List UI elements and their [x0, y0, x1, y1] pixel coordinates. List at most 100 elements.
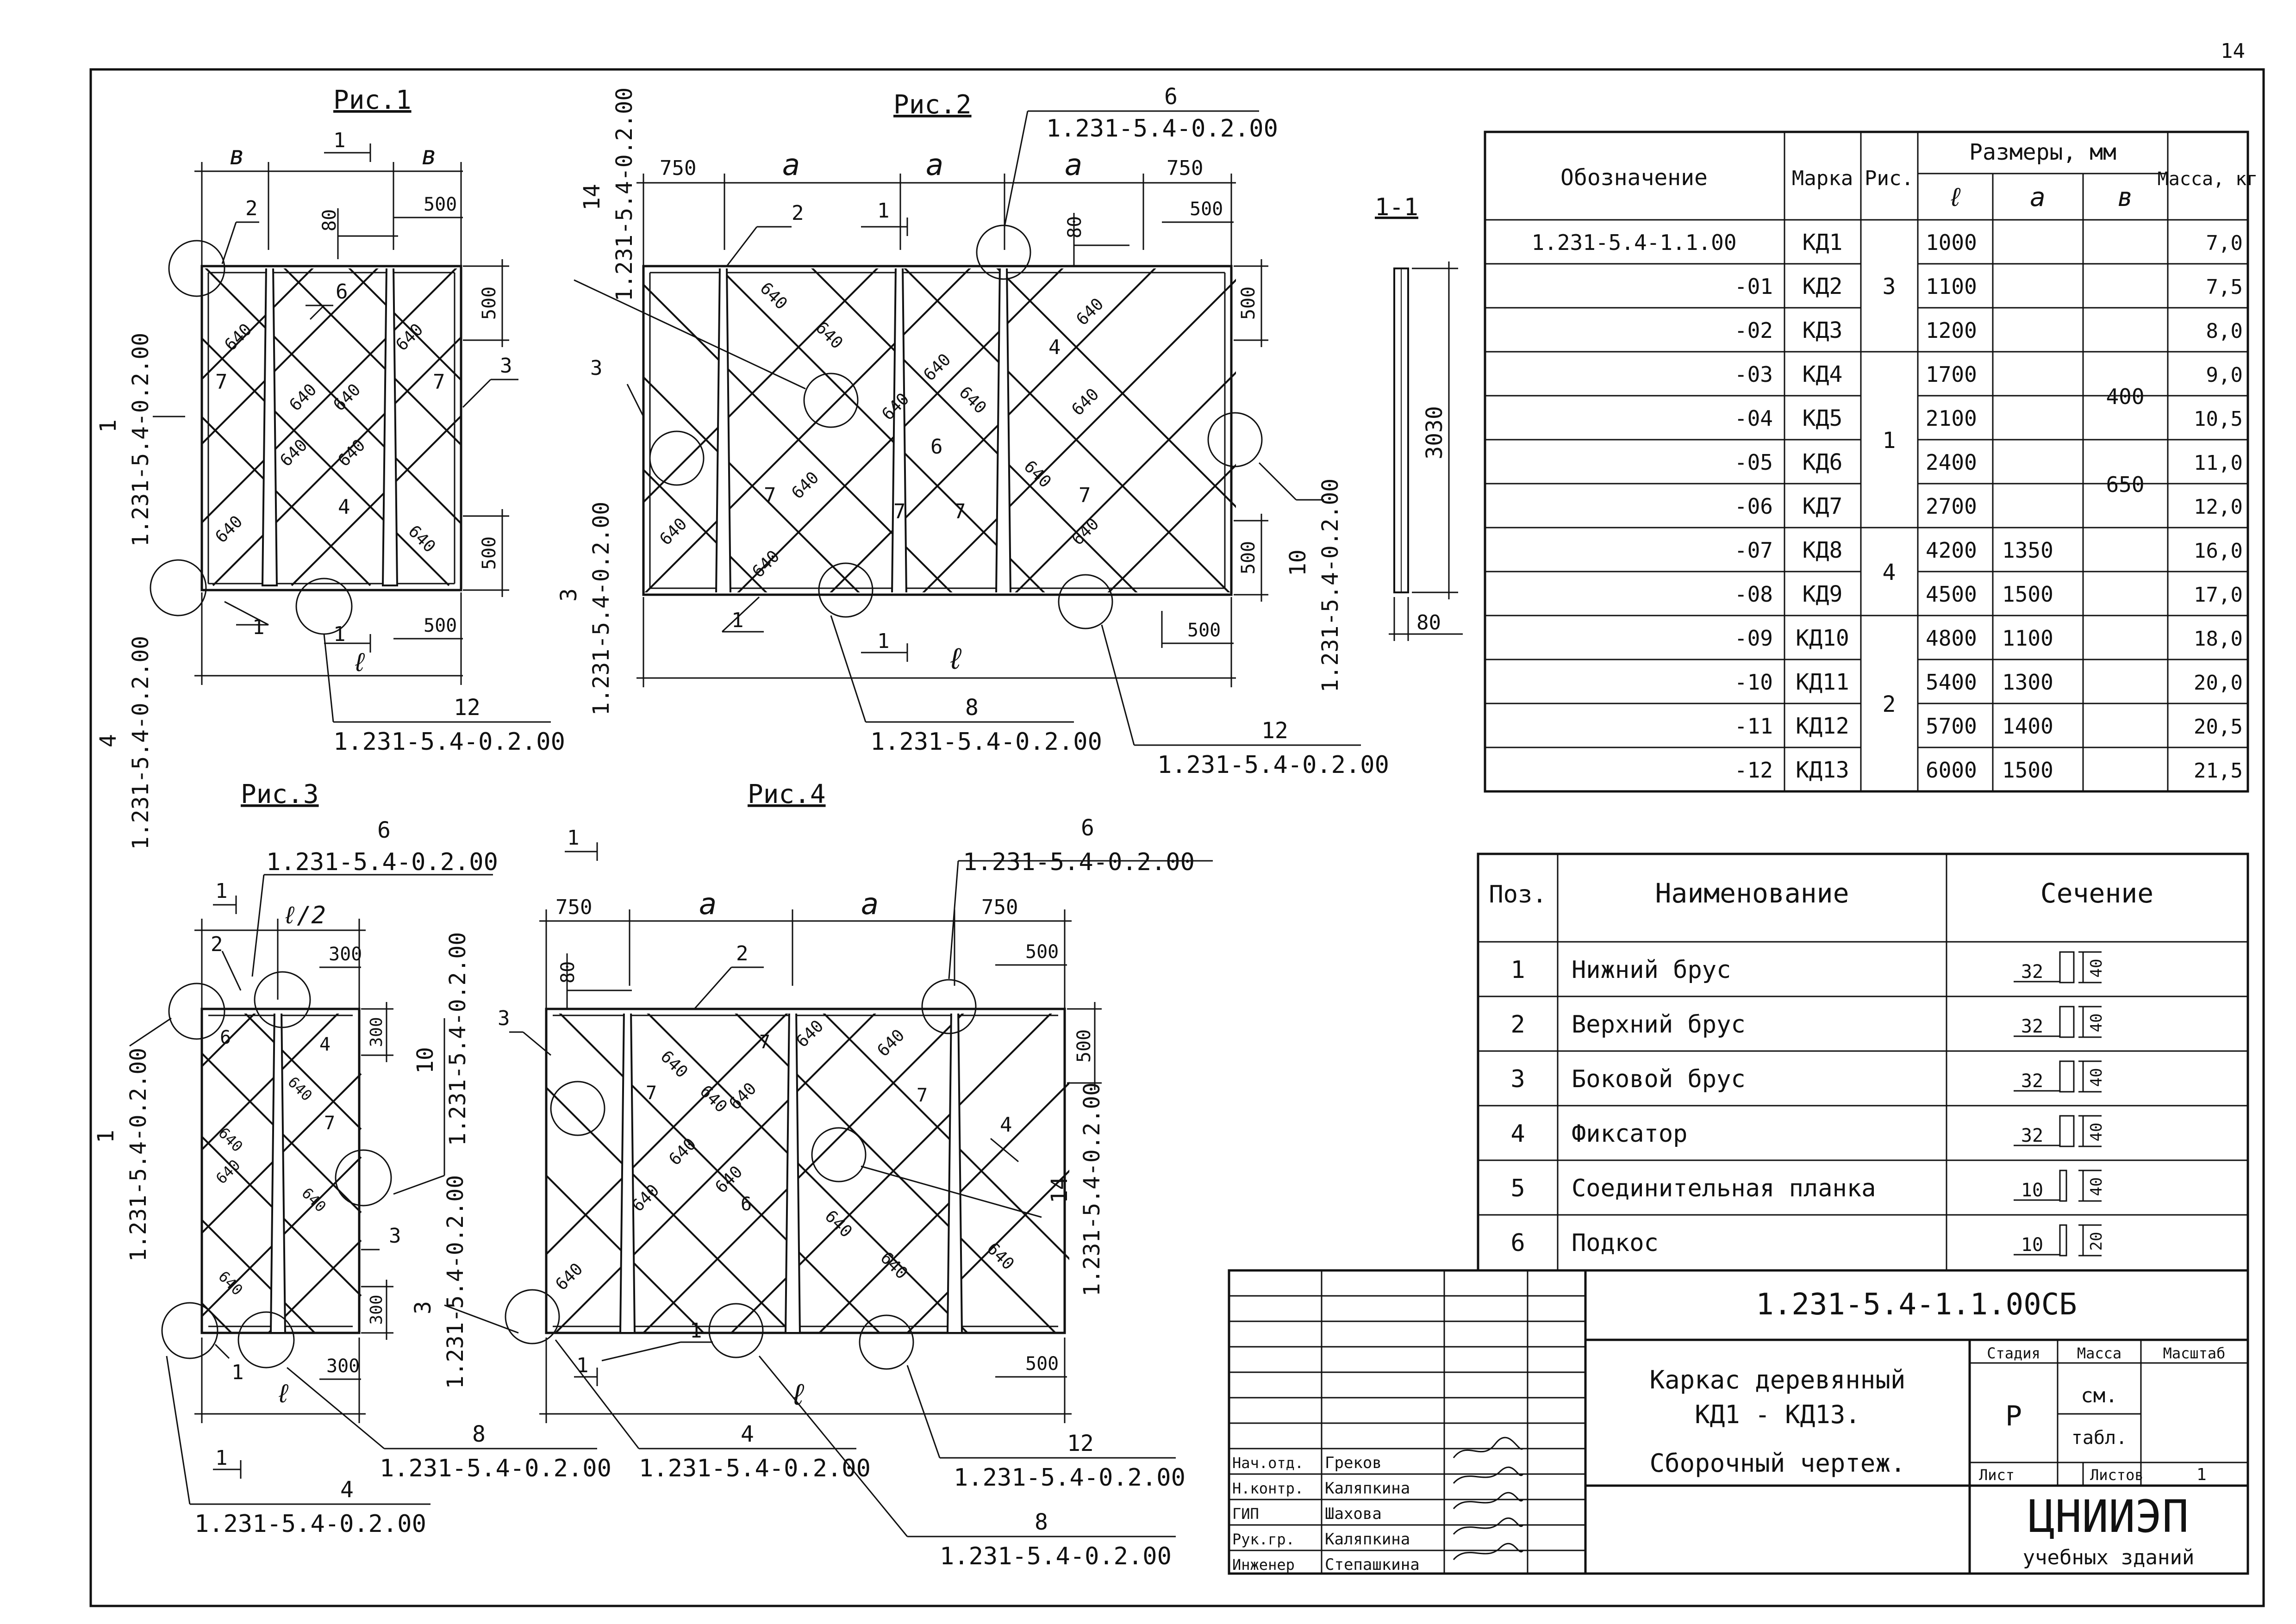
staff-role: Рук.гр.	[1232, 1531, 1295, 1548]
fig2-label-640: 640	[656, 514, 691, 549]
fig4-ref-4-bottom: 4	[741, 1421, 754, 1447]
fig4-cut-bottom: 1	[576, 1354, 589, 1377]
fig2-label-640: 640	[920, 350, 955, 385]
part-name: Фиксатор	[1572, 1120, 1687, 1148]
fig2-dimensions	[636, 174, 1268, 687]
fig2-ref-7-a: 7	[764, 484, 776, 507]
fig4-dim-l: ℓ	[789, 1378, 807, 1412]
part-pos: 2	[1510, 1011, 1525, 1039]
dims-row-mass: 18,0	[2194, 627, 2243, 651]
fig1-ref-1-left-doc: 1.231-5.4-0.2.00	[128, 333, 154, 547]
dims-row-designation: -03	[1734, 362, 1773, 387]
dims-row-mark: КД4	[1803, 361, 1843, 387]
fig2-ref-10: 10	[1285, 549, 1311, 576]
fig4-label-640: 640	[696, 1082, 731, 1116]
part-pos: 1	[1510, 956, 1525, 984]
fig3-ref-4: 4	[319, 1034, 331, 1055]
staff-name: Степашкина	[1325, 1556, 1420, 1574]
dims-row-mark: КД10	[1796, 625, 1849, 651]
mass-ref-1: см.	[2081, 1384, 2117, 1407]
dims-row-a: 1350	[2002, 538, 2053, 563]
fig1-ref-2: 2	[245, 197, 258, 220]
fig1-lattice	[202, 268, 461, 586]
parts-header-section: Сечение	[2040, 877, 2153, 909]
fig1-label-640: 640	[221, 320, 256, 355]
title-line-3: Сборочный чертеж.	[1650, 1449, 1906, 1478]
dims-row-mark: КД12	[1796, 713, 1849, 739]
dims-row-l: 5400	[1926, 670, 1977, 695]
fig4-ref-12-doc: 1.231-5.4-0.2.00	[954, 1464, 1185, 1492]
fig4-ref-4: 4	[1000, 1113, 1012, 1137]
fig1-dim-500-top: 500	[424, 194, 457, 215]
fig1-ref-12: 12	[454, 695, 480, 721]
dims-row-mark: КД7	[1803, 493, 1843, 519]
fig3-title: Рис.3	[241, 779, 319, 809]
section-dim-height: 3030	[1422, 406, 1447, 460]
fig2-ref-8: 8	[965, 695, 979, 721]
fig4-ref-14-doc: 1.231-5.4-0.2.00	[1079, 1083, 1105, 1296]
fig4-ref-6-inner: 6	[741, 1194, 752, 1215]
fig2-ref-3-left-doc: 1.231-5.4-0.2.00	[588, 502, 614, 716]
fig2-title: Рис.2	[893, 90, 972, 120]
dims-row-mark: КД6	[1803, 449, 1843, 475]
fig2-ref-6: 6	[1164, 84, 1178, 110]
fig2-ref-3: 3	[590, 356, 603, 380]
fig2-dim-a-3: a	[1065, 148, 1083, 182]
staff-role: Инженер	[1232, 1556, 1295, 1574]
part-section-height: 20	[2087, 1232, 2106, 1251]
fig2-ref-3-left: 3	[556, 588, 582, 602]
part-name: Подкос	[1572, 1229, 1659, 1257]
dims-row-mark: КД9	[1803, 581, 1843, 607]
dims-row-mass: 17,0	[2194, 583, 2243, 607]
dims-row-designation: -08	[1734, 582, 1773, 607]
fig1-ref-1-left: 1	[95, 419, 121, 433]
fig4-label-640: 640	[725, 1079, 760, 1114]
dims-row-a: 1100	[2002, 626, 2053, 651]
dims-row-mass: 12,0	[2194, 495, 2243, 519]
stage-label: Стадия	[1987, 1344, 2040, 1362]
dims-row-mass: 9,0	[2206, 363, 2243, 387]
fig1-dim-500-right-bottom: 500	[479, 536, 500, 570]
title-block-doc-code: 1.231-5.4-1.1.00СБ	[1756, 1288, 2077, 1322]
dims-row-l: 2700	[1926, 494, 1977, 519]
fig3-ref-10: 10	[412, 1047, 438, 1074]
fig4-label-640: 640	[665, 1134, 700, 1169]
dims-row-mark: КД11	[1796, 669, 1849, 695]
fig1-title: Рис.1	[333, 85, 412, 115]
fig4-label-640: 640	[983, 1239, 1018, 1274]
fig2-dim-750-left: 750	[660, 156, 696, 180]
fig2-ref-2: 2	[792, 201, 804, 225]
sheet-frame	[89, 68, 2265, 1607]
part-name: Соединительная планка	[1572, 1175, 1876, 1202]
fig4-ref-4-bottom-doc: 1.231-5.4-0.2.00	[639, 1455, 871, 1482]
dims-row-mark: КД3	[1803, 317, 1843, 343]
fig1-callouts	[150, 221, 551, 723]
fig4-dim-500-side: 500	[1073, 1029, 1095, 1063]
part-name: Боковой брус	[1572, 1065, 1746, 1093]
fig2-label-640: 640	[955, 383, 990, 417]
fig2-dim-750-right: 750	[1167, 156, 1203, 180]
title-block: 1.231-5.4-1.1.00СБ Каркас деревянный КД1…	[1228, 1269, 2249, 1575]
sheet-number: 14	[2221, 39, 2245, 63]
header-designation: Обозначение	[1560, 165, 1708, 191]
fig4-dim-80: 80	[557, 961, 579, 983]
fig1-ref-4-left-doc: 1.231-5.4-0.2.00	[128, 636, 154, 850]
fig4-ref-2: 2	[736, 942, 749, 965]
fig1-label-640: 640	[330, 380, 364, 415]
fig3-callouts	[129, 874, 597, 1505]
figure-3: Рис.3	[93, 779, 611, 1538]
fig4-dim-a-1: a	[699, 887, 717, 921]
figure-4: Рис.4	[410, 779, 1213, 1570]
header-mass: Масса, кг	[2158, 168, 2258, 190]
part-section-width: 32	[2021, 1016, 2043, 1037]
fig2-ref-14-doc: 1.231-5.4-0.2.00	[611, 87, 637, 301]
part-section-width: 32	[2021, 1070, 2043, 1092]
fig2-ref-1: 1	[731, 609, 744, 632]
fig3-label-640: 640	[215, 1268, 246, 1299]
dims-row-a: 1400	[2002, 714, 2053, 739]
part-section-height: 40	[2087, 959, 2106, 978]
parts-header-pos: Поз.	[1489, 881, 1547, 908]
